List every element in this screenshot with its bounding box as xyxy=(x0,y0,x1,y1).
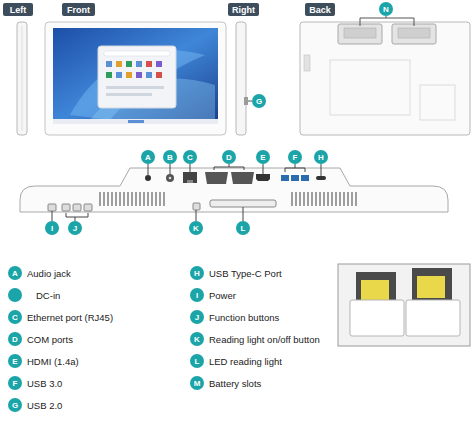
callout-letter: D xyxy=(226,153,232,162)
view-name: Back xyxy=(309,5,331,15)
part-name: USB Type-C Port xyxy=(209,268,282,279)
callout-letter: H xyxy=(314,150,328,164)
callout-letter: L xyxy=(236,221,250,235)
part-name: HDMI (1.4a) xyxy=(27,356,79,367)
part-name: USB 3.0 xyxy=(27,378,62,389)
part-name: COM ports xyxy=(27,334,73,345)
view-tab: Back xyxy=(305,3,335,16)
callout-letter: L xyxy=(241,224,246,233)
callout-letter: N xyxy=(383,5,389,14)
callout-dot xyxy=(8,288,22,302)
battery-slots-photo xyxy=(338,264,470,346)
view-name: Right xyxy=(232,5,255,15)
callout-letter: A xyxy=(141,150,155,164)
part-name: USB 2.0 xyxy=(27,400,62,411)
part-name: Battery slots xyxy=(209,378,261,389)
callout-letter: C xyxy=(187,153,193,162)
view-tab: Right xyxy=(228,3,259,16)
key-row: J Function buttons xyxy=(190,308,336,326)
callout-letter: A xyxy=(8,266,22,280)
callout-letter: M xyxy=(190,376,204,390)
leader-lines xyxy=(52,164,321,221)
usb2-port xyxy=(244,97,248,105)
callout-letter: I xyxy=(51,224,53,233)
callout-letter: C xyxy=(183,150,197,164)
side-seam xyxy=(22,26,23,131)
key-row: H USB Type-C Port xyxy=(190,264,336,282)
view-tab: Front xyxy=(62,3,95,16)
callout-letter: I xyxy=(190,288,204,302)
callout-letter: K xyxy=(189,221,203,235)
callout-letter: B xyxy=(163,150,177,164)
key-row: K Reading light on/off button xyxy=(190,330,336,348)
callout-letter: A xyxy=(145,153,151,162)
callout-letter: C xyxy=(8,310,22,324)
view-tab: Left xyxy=(3,3,33,16)
callout-letter: N xyxy=(379,2,393,16)
key-row: I Power xyxy=(190,286,336,304)
key-row: D COM ports xyxy=(8,330,188,348)
part-name: Function buttons xyxy=(209,312,279,323)
callout-letter: G xyxy=(256,97,262,106)
callout-letter: I xyxy=(45,221,59,235)
callout-letter: F xyxy=(293,153,298,162)
left-side-view xyxy=(17,22,27,135)
key-row: E HDMI (1.4a) xyxy=(8,352,188,370)
callout-letter: J xyxy=(68,221,82,235)
callout-letter: G xyxy=(252,94,266,108)
callout-letter: H xyxy=(318,153,324,162)
part-name: Reading light on/off button xyxy=(209,334,320,345)
view-name: Left xyxy=(10,5,27,15)
back-view xyxy=(300,22,470,135)
key-row: M Battery slots xyxy=(190,374,336,392)
callout-letter: B xyxy=(167,153,173,162)
callout-letter: F xyxy=(8,376,22,390)
callout-letter: K xyxy=(193,224,199,233)
bottom-view xyxy=(20,168,448,212)
part-name: Audio jack xyxy=(27,268,71,279)
part-name: LED reading light xyxy=(209,356,282,367)
callout-letter: G xyxy=(8,398,22,412)
callout-letter: E xyxy=(8,354,22,368)
key-row: F USB 3.0 xyxy=(8,374,188,392)
key-row: DC-in xyxy=(8,286,188,304)
part-name: DC-in xyxy=(36,290,60,301)
key-row: L LED reading light xyxy=(190,352,336,370)
callout-letter: J xyxy=(190,310,204,324)
part-name: Power xyxy=(209,290,236,301)
right-side-view xyxy=(236,22,246,135)
callout-letter: L xyxy=(190,354,204,368)
callout-letter: E xyxy=(256,150,270,164)
view-name: Front xyxy=(67,5,90,15)
key-row: G USB 2.0 xyxy=(8,396,188,414)
callout-letter: K xyxy=(190,332,204,346)
part-name: Ethernet port (RJ45) xyxy=(27,312,113,323)
front-view xyxy=(45,22,226,135)
callout-letter: D xyxy=(222,150,236,164)
callout-letter: E xyxy=(260,153,265,162)
callout-letter: J xyxy=(73,224,77,233)
callout-letter: F xyxy=(288,150,302,164)
bracket xyxy=(360,16,414,26)
key-row: C Ethernet port (RJ45) xyxy=(8,308,188,326)
callout-letter: H xyxy=(190,266,204,280)
key-row: A Audio jack xyxy=(8,264,188,282)
callout-letter: D xyxy=(8,332,22,346)
